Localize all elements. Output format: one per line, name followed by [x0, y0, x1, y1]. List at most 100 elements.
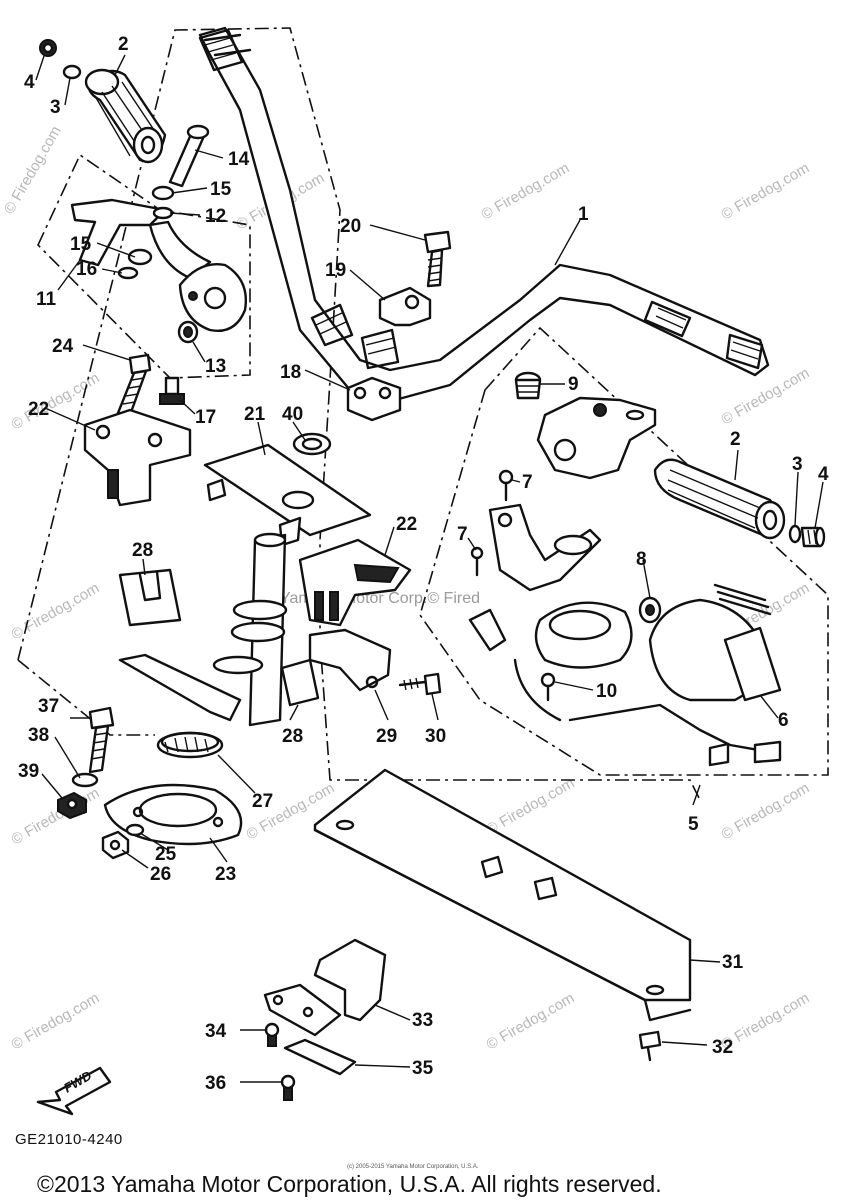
screw-10	[540, 672, 556, 702]
callout-4-right: 4	[818, 464, 829, 485]
upper-clamp-19	[378, 286, 432, 327]
lower-clamp-18	[346, 376, 402, 422]
watermark-text: © Firedog.com	[719, 159, 813, 223]
hose-clamp-27	[156, 731, 224, 759]
callout-25: 25	[155, 844, 177, 865]
callout-20: 20	[340, 216, 361, 237]
callout-7-upper: 7	[522, 472, 533, 493]
callout-23: 23	[215, 864, 236, 885]
callout-38: 38	[28, 725, 49, 746]
grommet-8	[638, 596, 662, 624]
watermark-text: © Firedog.com	[9, 784, 103, 848]
callout-3-right: 3	[792, 454, 803, 475]
bolt-37	[88, 706, 115, 774]
switch-housing-top	[536, 396, 657, 480]
callout-35: 35	[412, 1058, 434, 1079]
callout-13: 13	[205, 356, 226, 377]
callout-27: 27	[252, 791, 273, 812]
lever-assembly	[70, 124, 247, 344]
switch-body	[468, 503, 782, 767]
bolt-17	[159, 376, 185, 405]
callout-12: 12	[205, 206, 226, 227]
steering-column	[118, 432, 372, 727]
callout-15-upper: 15	[210, 179, 232, 200]
rubber-block-28-lower	[280, 658, 320, 707]
callout-10: 10	[596, 681, 617, 702]
watermark-text: © Firedog.com	[9, 579, 103, 643]
washer-25	[125, 823, 145, 837]
callout-7-lower: 7	[457, 524, 468, 545]
callout-40: 40	[282, 404, 303, 425]
plate-23	[103, 783, 243, 846]
callout-17: 17	[195, 407, 216, 428]
column-bracket-22-right	[298, 538, 412, 627]
right-grip-2	[653, 458, 786, 540]
fwd-arrow-icon: FWD	[36, 1066, 112, 1116]
small-print: (c) 2005-2015 Yamaha Motor Corporation, …	[347, 1164, 479, 1170]
callout-5: 5	[688, 814, 699, 835]
bolt-32	[638, 1030, 662, 1062]
callout-9: 9	[568, 374, 579, 395]
bolt-30	[398, 672, 442, 696]
callout-29: 29	[376, 726, 397, 747]
screw-34	[264, 1022, 280, 1047]
callout-33: 33	[412, 1010, 433, 1031]
screw-7-upper	[498, 469, 514, 502]
callout-3: 3	[50, 97, 61, 118]
handlebar	[198, 26, 770, 402]
callout-31: 31	[722, 952, 744, 973]
watermark-text: © Firedog.com	[719, 364, 813, 428]
right-washer-3	[788, 524, 802, 544]
callout-4: 4	[24, 72, 35, 93]
callout-11: 11	[36, 289, 57, 310]
screw-36	[280, 1074, 296, 1101]
nut-39	[57, 791, 87, 820]
clamp-29	[308, 628, 392, 692]
rubber-block-28-upper	[118, 568, 182, 627]
panel-31	[313, 768, 692, 1022]
callout-36: 36	[205, 1073, 226, 1094]
callout-2-right: 2	[730, 429, 741, 450]
callout-6: 6	[778, 710, 789, 731]
callout-37: 37	[38, 696, 59, 717]
nut-26	[101, 830, 130, 860]
callout-19: 19	[325, 260, 346, 281]
callout-28-lower: 28	[282, 726, 303, 747]
watermark-text: © Firedog.com	[9, 989, 103, 1053]
plate-35	[283, 1038, 357, 1076]
callout-34: 34	[205, 1021, 227, 1042]
callout-labels: 2 4 3 1 14 15 12 15 16 11 13 17 20 19 18…	[18, 34, 829, 1094]
diagram-code: GE21010-4240	[15, 1131, 123, 1148]
watermark-text: © Firedog.com	[1, 123, 65, 217]
knurled-section	[198, 28, 764, 370]
right-end-bolt-4	[800, 526, 826, 548]
leader-lines	[35, 54, 824, 1083]
callout-32: 32	[712, 1037, 733, 1058]
column-bracket-22-left	[83, 408, 192, 507]
callout-22-right: 22	[396, 514, 417, 535]
callout-24: 24	[52, 336, 74, 357]
watermark-text: © Firedog.com	[719, 779, 813, 843]
bracket-33	[263, 938, 387, 1037]
washer-38	[71, 772, 99, 788]
button-9	[514, 371, 542, 400]
callout-1: 1	[578, 204, 589, 225]
callout-21: 21	[244, 404, 266, 425]
left-end-cap	[39, 39, 82, 80]
watermark-text: © Firedog.com	[484, 774, 578, 838]
callout-2: 2	[118, 34, 129, 55]
callout-15-lower: 15	[70, 234, 92, 255]
screw-7-lower	[470, 546, 484, 577]
clamp-bolt-20	[423, 230, 452, 288]
callout-30: 30	[425, 726, 446, 747]
watermark-text: © Firedog.com	[479, 159, 573, 223]
callout-16: 16	[76, 259, 97, 280]
callout-18: 18	[280, 362, 301, 383]
bolt-24	[116, 353, 152, 417]
callout-26: 26	[150, 864, 171, 885]
cover-6	[648, 583, 782, 702]
callout-8: 8	[636, 549, 647, 570]
callout-39: 39	[18, 761, 39, 782]
watermark-text: © Firedog.com	[484, 989, 578, 1053]
